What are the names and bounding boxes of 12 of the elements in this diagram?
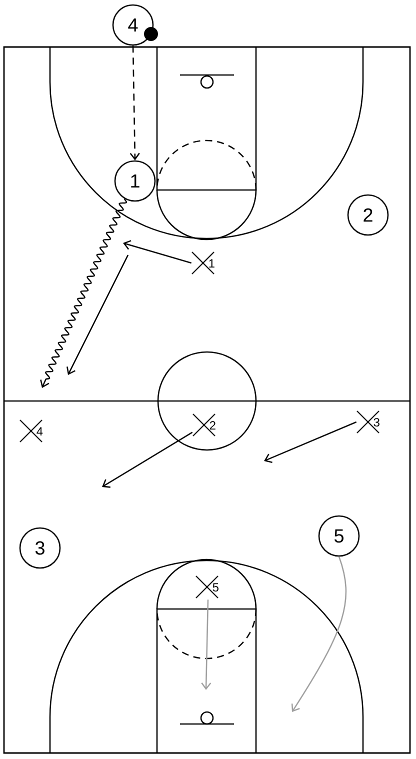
movement-arrow xyxy=(291,556,347,712)
defender-mark: 3 xyxy=(356,410,380,434)
movement-arrow xyxy=(102,432,193,488)
movement-arrow xyxy=(123,240,192,264)
pass-arrow xyxy=(130,46,140,160)
dribble-arrow xyxy=(40,198,128,388)
defender-mark: 5 xyxy=(195,575,219,599)
defender-mark: 1 xyxy=(191,251,215,275)
movement-arrow xyxy=(264,421,357,464)
defender-mark: 2 xyxy=(192,413,216,437)
movement-arrow xyxy=(201,600,212,690)
defender-mark: 4 xyxy=(19,419,43,443)
